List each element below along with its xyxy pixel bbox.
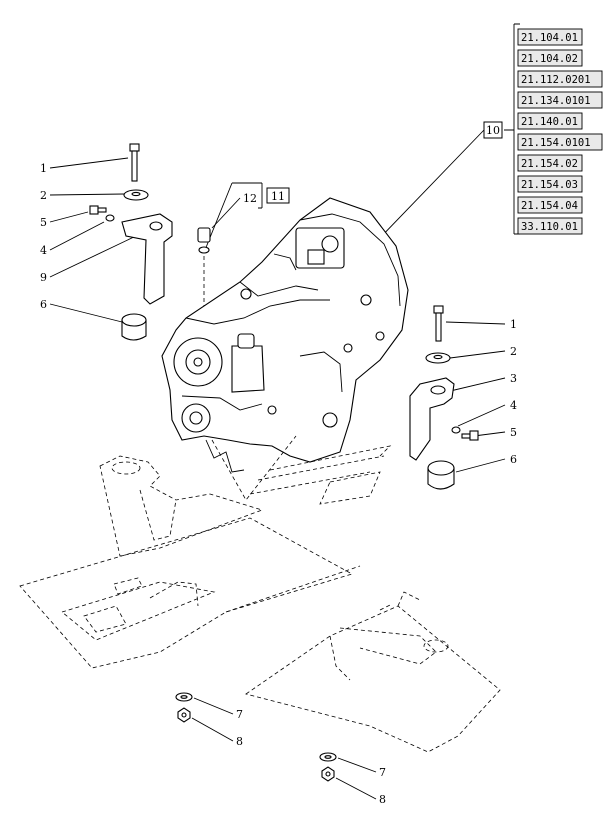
svg-text:2: 2 — [510, 345, 517, 358]
svg-text:9: 9 — [40, 271, 47, 284]
screw-right — [451, 426, 479, 441]
washer-bottom-right — [319, 752, 337, 762]
mount-left — [121, 313, 147, 341]
washer-right — [425, 352, 451, 364]
ref-code: 21.154.04 — [521, 200, 578, 212]
svg-text:5: 5 — [510, 426, 517, 439]
group-label-10[interactable]: 10 — [375, 121, 503, 243]
mount-right — [427, 460, 455, 490]
group-label-11[interactable]: 11 — [258, 182, 290, 209]
ref-code: 21.104.02 — [521, 53, 578, 65]
ref-code: 33.110.01 — [521, 221, 578, 233]
svg-text:2: 2 — [40, 189, 47, 202]
transmission-housing — [161, 197, 409, 473]
ref-code: 21.140.01 — [521, 116, 578, 128]
ref-item[interactable]: 21.154.02 — [517, 154, 583, 172]
ref-item[interactable]: 21.104.02 — [517, 49, 583, 67]
ref-item[interactable]: 21.104.01 — [517, 28, 583, 46]
chassis-left-dashed — [19, 455, 361, 669]
bolt-left — [129, 143, 140, 182]
bottom-right-callouts: 7 8 — [335, 757, 386, 806]
washer-left — [123, 189, 149, 201]
ref-code: 21.154.0101 — [521, 137, 591, 149]
nut-bottom-right — [321, 766, 335, 782]
ref-item[interactable]: 33.110.01 — [517, 217, 583, 235]
svg-text:7: 7 — [236, 708, 243, 721]
svg-text:11: 11 — [271, 190, 285, 203]
svg-text:1: 1 — [510, 318, 517, 331]
svg-text:3: 3 — [510, 372, 517, 385]
chassis-right-dashed — [245, 591, 501, 753]
svg-text:1: 1 — [40, 162, 47, 175]
bracket-right — [409, 377, 455, 461]
ref-item[interactable]: 21.112.0201 — [517, 70, 603, 88]
svg-text:6: 6 — [40, 298, 47, 311]
ref-code: 21.112.0201 — [521, 74, 591, 86]
callout-12: 12 — [204, 182, 262, 251]
nut-bottom-left — [177, 707, 191, 723]
ref-item[interactable]: 21.134.0101 — [517, 91, 603, 109]
svg-text:12: 12 — [243, 192, 257, 205]
breather-fitting — [197, 227, 211, 320]
svg-text:4: 4 — [510, 399, 517, 412]
svg-text:8: 8 — [379, 793, 386, 806]
ref-item[interactable]: 21.154.0101 — [517, 133, 603, 151]
ref-item[interactable]: 21.154.03 — [517, 175, 583, 193]
ref-item[interactable]: 21.154.04 — [517, 196, 583, 214]
svg-text:6: 6 — [510, 453, 517, 466]
bracket-left — [121, 213, 173, 305]
washer-bottom-left — [175, 692, 193, 702]
bottom-left-callouts: 7 8 — [191, 697, 243, 748]
reference-list: 21.104.01 21.104.02 21.112.0201 21.134.0… — [504, 23, 603, 235]
svg-text:4: 4 — [40, 244, 47, 257]
ref-item[interactable]: 21.140.01 — [517, 112, 583, 130]
svg-text:8: 8 — [236, 735, 243, 748]
ref-code: 21.104.01 — [521, 32, 578, 44]
svg-text:5: 5 — [40, 216, 47, 229]
left-callouts: 1 2 5 4 9 6 — [40, 157, 137, 323]
svg-text:7: 7 — [379, 766, 386, 779]
svg-text:10: 10 — [486, 124, 500, 137]
ref-code: 21.154.03 — [521, 179, 578, 191]
ref-code: 21.134.0101 — [521, 95, 591, 107]
bolt-right — [433, 305, 444, 342]
ref-code: 21.154.02 — [521, 158, 578, 170]
logo-watermark — [211, 435, 392, 505]
screw-left — [89, 205, 115, 222]
right-callouts: 1 2 3 4 5 6 — [445, 318, 517, 473]
